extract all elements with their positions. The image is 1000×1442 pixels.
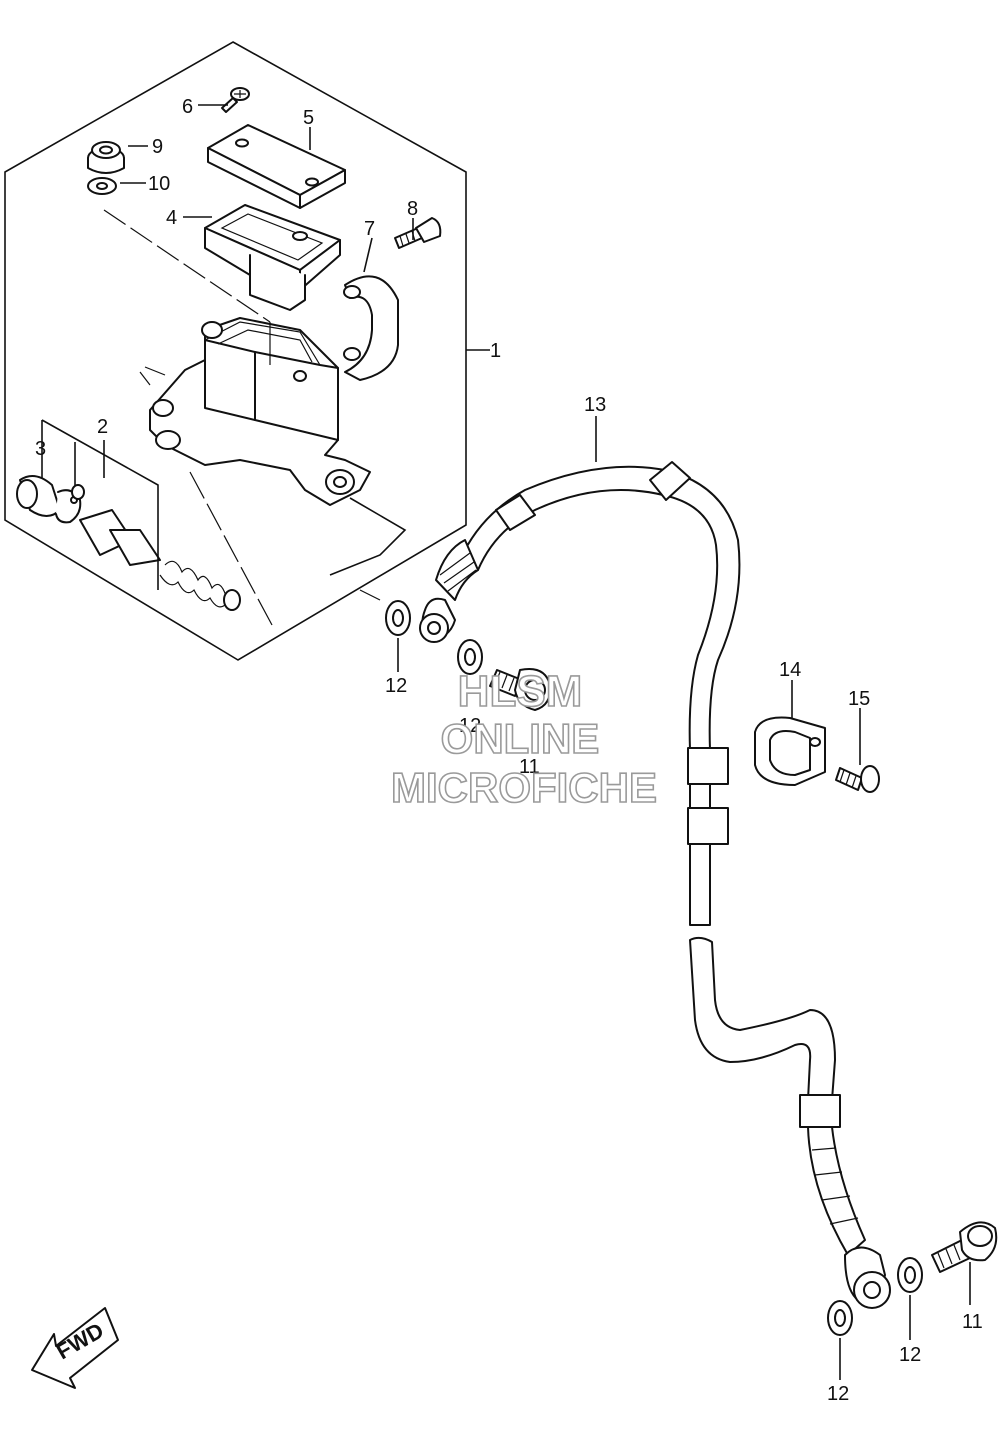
guide-bracket: [329, 497, 407, 576]
fwd-direction-badge: FWD: [31, 1307, 119, 1389]
callout-12-c: 12: [899, 1344, 921, 1366]
bolt-8: [394, 217, 442, 249]
washer-12-upper-left: [385, 600, 411, 636]
washer-12-lower-left: [827, 1300, 853, 1336]
union-bolt-11-lower: [931, 1221, 998, 1273]
callout-7: 7: [364, 218, 375, 240]
callout-15: 15: [848, 688, 870, 710]
callout-12-d: 12: [827, 1383, 849, 1405]
callout-11-b: 11: [962, 1311, 983, 1333]
callout-6: 6: [182, 96, 193, 118]
callout-3: 3: [35, 438, 46, 460]
assembly-outline: [4, 41, 467, 661]
callout-9: 9: [152, 136, 163, 158]
reservoir-cap-5: [207, 124, 346, 209]
callout-2: 2: [97, 416, 108, 438]
bracket-2: [41, 419, 159, 590]
screw-15: [835, 765, 880, 793]
callout-12-b: 12: [459, 715, 481, 737]
piston-spring-2: [71, 484, 241, 611]
callout-14: 14: [779, 659, 801, 681]
reservoir-4: [204, 204, 341, 311]
clamp-7: [343, 275, 399, 381]
callout-12-a: 12: [385, 675, 407, 697]
callout-labels: 1 2 3 4 5 6 7 8 9 10 13 12 12 11 14 15 1…: [35, 96, 983, 1405]
union-bolt-11-upper: [489, 668, 552, 711]
callout-8: 8: [407, 198, 418, 220]
callout-10: 10: [148, 173, 170, 195]
washer-12-upper-right: [457, 639, 483, 675]
leader-lines: [103, 104, 971, 1380]
callout-4: 4: [166, 207, 177, 229]
guide-line-9-10: [103, 209, 271, 323]
callout-5: 5: [303, 107, 314, 129]
hose-clamp-14: [754, 716, 826, 786]
guide-tick: [359, 589, 381, 601]
watermark-line-3: MICROFICHE: [391, 764, 657, 811]
piston-cup-3: [16, 475, 61, 517]
callout-13: 13: [584, 394, 606, 416]
watermark: HLSM ONLINE MICROFICHE: [390, 666, 658, 812]
watermark-line-2: ONLINE: [441, 715, 600, 762]
master-cylinder-body: [139, 317, 371, 506]
callout-11-a: 11: [519, 756, 540, 778]
brake-hose-13: [419, 461, 891, 1309]
callout-1: 1: [490, 340, 501, 362]
screw-6: [221, 87, 250, 113]
boot-9: [87, 141, 125, 174]
washer-12-lower-right: [897, 1257, 923, 1293]
guide-line-piston: [189, 471, 273, 626]
watermark-line-1: HLSM: [458, 667, 583, 716]
ring-10: [87, 177, 117, 195]
